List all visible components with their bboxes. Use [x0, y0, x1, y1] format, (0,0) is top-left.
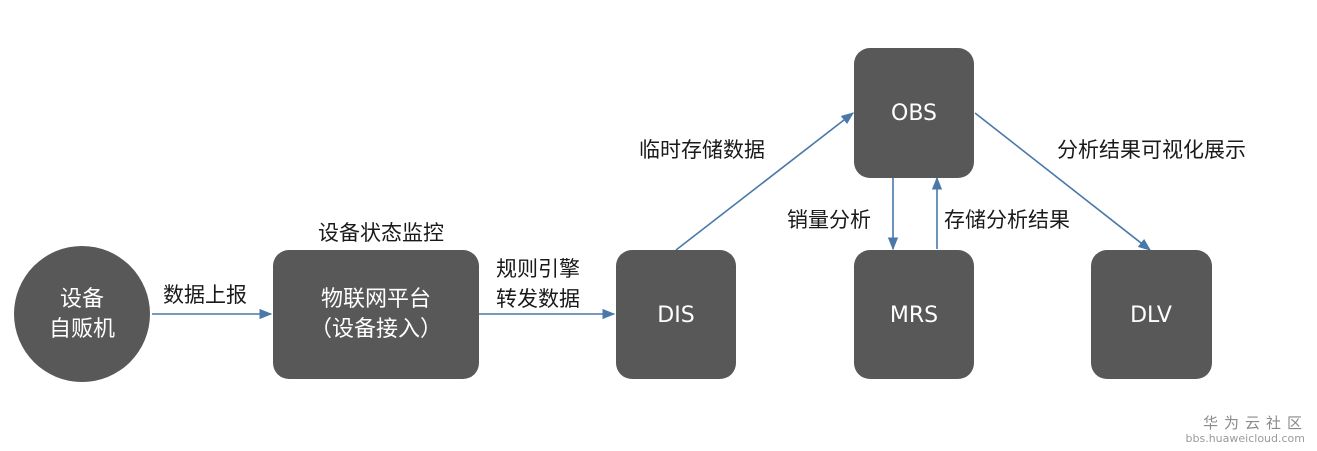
- edge-obs-to-dlv: [974, 112, 1152, 251]
- edge-dis-to-obs: [675, 112, 855, 251]
- node-dlv: DLV: [1091, 250, 1212, 379]
- node-obs-shape: [854, 48, 974, 178]
- node-iot-label-line2: （设备接入）: [310, 317, 442, 342]
- node-obs: OBS: [854, 48, 974, 178]
- node-mrs-shape: [854, 250, 974, 379]
- edge-label-vending-iot: 数据上报: [163, 283, 247, 307]
- node-vending-shape: [14, 246, 150, 382]
- node-iot-label-line1: 物联网平台: [321, 287, 431, 312]
- edge-label-mrs-obs: 存储分析结果: [944, 208, 1070, 232]
- node-mrs: MRS: [854, 250, 974, 379]
- node-vending-machine: 设备 自贩机: [14, 246, 150, 382]
- node-vending-label-line2: 自贩机: [49, 317, 115, 342]
- node-dis-shape: [616, 250, 736, 379]
- node-dis: DIS: [616, 250, 736, 379]
- node-vending-label-line1: 设备: [60, 287, 104, 312]
- node-dlv-label: DLV: [1130, 303, 1172, 328]
- node-dis-label: DIS: [657, 303, 694, 328]
- edge-label-obs-mrs: 销量分析: [787, 208, 871, 232]
- watermark: 华为云社区 bbs.huaweicloud.com: [1186, 414, 1308, 445]
- node-iot-platform: 物联网平台 （设备接入）: [273, 250, 479, 379]
- node-iot-shape: [273, 250, 479, 379]
- edge-label-iot-dis-line2: 转发数据: [496, 287, 580, 311]
- watermark-title: 华为云社区: [1203, 414, 1308, 432]
- node-mrs-label: MRS: [890, 303, 938, 328]
- edge-label-iot-dis-line1: 规则引擎: [496, 257, 580, 281]
- node-obs-label: OBS: [891, 101, 937, 126]
- edge-label-dis-obs: 临时存储数据: [639, 138, 765, 162]
- node-dlv-shape: [1091, 250, 1212, 379]
- iot-annotation: 设备状态监控: [318, 221, 444, 245]
- edge-label-obs-dlv: 分析结果可视化展示: [1057, 138, 1246, 162]
- watermark-url: bbs.huaweicloud.com: [1186, 432, 1305, 445]
